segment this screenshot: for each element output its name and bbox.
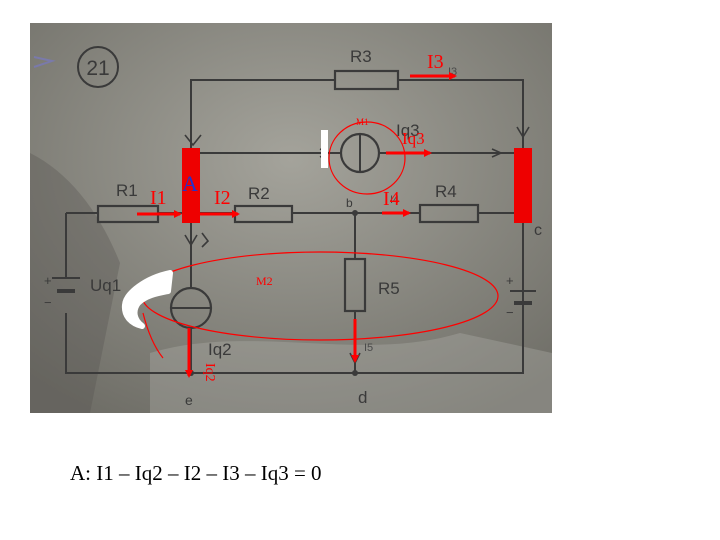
white-mark-iq2 bbox=[121, 270, 173, 329]
pencil-i5-label: I5 bbox=[364, 342, 373, 354]
uq1-minus: − bbox=[44, 295, 52, 310]
node-d-label: d bbox=[358, 388, 367, 407]
node-equation: A: I1 – Iq2 – I2 – I3 – Iq3 = 0 bbox=[70, 461, 322, 485]
right-source-minus: − bbox=[506, 305, 514, 320]
r5-label: R5 bbox=[378, 279, 400, 298]
mesh-m2-tail bbox=[142, 312, 164, 359]
right-source-plus: + bbox=[506, 273, 514, 288]
white-mark-iq3 bbox=[321, 130, 328, 168]
r1-label: R1 bbox=[116, 181, 138, 200]
current-i2-label: I2 bbox=[214, 187, 231, 209]
paper-shadow bbox=[30, 153, 120, 413]
voltage-source-right: + − bbox=[506, 273, 536, 320]
current-i4-label: I4 bbox=[383, 188, 400, 210]
iq2-pencil-label: Iq2 bbox=[208, 340, 232, 359]
node-a-marker bbox=[182, 148, 200, 223]
node-a-label: A bbox=[182, 171, 198, 196]
current-i3-label: I3 bbox=[427, 51, 444, 73]
pencil-i4-label: I4 bbox=[390, 194, 399, 206]
mesh-m2-label: M2 bbox=[256, 274, 273, 288]
r4-label: R4 bbox=[435, 182, 457, 201]
uq1-label: Uq1 bbox=[90, 276, 121, 295]
r2-label: R2 bbox=[248, 184, 270, 203]
mesh-m1-loop bbox=[328, 121, 406, 195]
current-iq3-label: Iq3 bbox=[402, 129, 425, 148]
node-b-label: b bbox=[346, 196, 353, 210]
r3-label: R3 bbox=[350, 47, 372, 66]
node-c-label: c bbox=[534, 222, 542, 239]
current-i1-label: I1 bbox=[150, 187, 167, 209]
voltage-source-uq1: + − Uq1 bbox=[44, 273, 121, 310]
uq1-plus: + bbox=[44, 273, 52, 288]
node-c-marker bbox=[514, 148, 532, 223]
current-source-iq2: Iq2 bbox=[169, 286, 232, 359]
resistor-r4: R4 bbox=[418, 182, 480, 224]
problem-number-text: 21 bbox=[86, 57, 109, 80]
circuit-photo: 21 R1 R2 R3 bbox=[30, 23, 552, 413]
problem-number: 21 bbox=[33, 46, 119, 88]
resistor-r5: R5 bbox=[343, 257, 400, 313]
current-source-iq3: Iq3 bbox=[339, 121, 420, 174]
iq3-pencil-label: Iq3 bbox=[396, 121, 420, 140]
resistor-r3: R3 bbox=[333, 47, 400, 91]
node-e-label: e bbox=[185, 392, 193, 408]
current-iq2-label: Iq2 bbox=[202, 363, 217, 382]
mesh-m1-label: M1 bbox=[356, 117, 369, 127]
